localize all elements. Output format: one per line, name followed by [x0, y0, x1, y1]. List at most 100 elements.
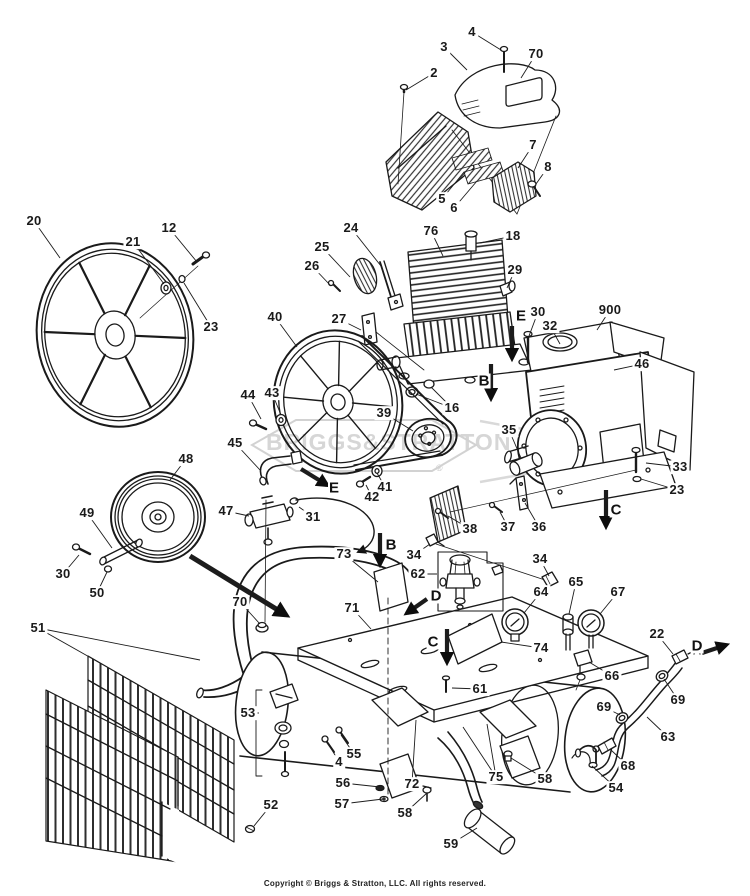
callout-20: 20 [24, 213, 44, 229]
callout-55: 55 [344, 746, 364, 762]
callout-4: 4 [466, 24, 478, 40]
callout-70: 70 [230, 594, 250, 610]
direction-marker-D: D [429, 587, 443, 605]
callout-2: 2 [428, 65, 440, 81]
callout-58: 58 [535, 771, 555, 787]
regulator-gauge-group [425, 533, 605, 691]
callout-22: 22 [647, 626, 667, 642]
callout-23: 23 [201, 319, 221, 335]
flywheel-group [35, 242, 195, 428]
flywheel-hardware [139, 251, 211, 319]
leader-line [411, 719, 417, 785]
direction-marker-D: D [690, 637, 704, 655]
callout-43: 43 [262, 385, 282, 401]
belt-guard-group [45, 655, 235, 864]
callout-34: 34 [530, 551, 550, 567]
engine-group [429, 321, 695, 543]
pilot-valve-group [244, 450, 375, 623]
callout-56: 56 [333, 775, 353, 791]
callout-52: 52 [261, 797, 281, 813]
wheel-group [71, 471, 206, 573]
callout-42: 42 [362, 489, 382, 505]
direction-arrow [188, 553, 291, 618]
callout-49: 49 [77, 505, 97, 521]
callout-29: 29 [505, 262, 525, 278]
leader-line [37, 627, 101, 664]
leader-line [132, 241, 165, 285]
callout-74: 74 [531, 640, 551, 656]
leader-line [462, 726, 497, 778]
callout-73: 73 [334, 546, 354, 562]
callout-64: 64 [531, 584, 551, 600]
callout-71: 71 [342, 600, 362, 616]
callout-63: 63 [658, 729, 678, 745]
leader-line [183, 282, 212, 328]
callout-62: 62 [408, 566, 428, 582]
callout-68: 68 [618, 758, 638, 774]
callout-900: 900 [596, 302, 624, 318]
direction-arrow [299, 467, 331, 488]
callout-70: 70 [526, 46, 546, 62]
callout-33: 33 [670, 459, 690, 475]
callout-5: 5 [436, 191, 448, 207]
direction-arrow [403, 597, 429, 616]
callout-69: 69 [594, 699, 614, 715]
leader-line [37, 627, 201, 661]
callout-30: 30 [528, 304, 548, 320]
callout-25: 25 [312, 239, 332, 255]
callout-65: 65 [566, 574, 586, 590]
callout-59: 59 [441, 836, 461, 852]
callout-69: 69 [668, 692, 688, 708]
callout-36: 36 [529, 519, 549, 535]
callout-40: 40 [265, 309, 285, 325]
callout-58: 58 [395, 805, 415, 821]
callout-21: 21 [123, 234, 143, 250]
hose-fitting-group [571, 645, 701, 777]
callout-12: 12 [159, 220, 179, 236]
callout-31: 31 [303, 509, 323, 525]
belt-drive-group [248, 329, 458, 488]
direction-marker-B: B [477, 372, 491, 390]
callout-50: 50 [87, 585, 107, 601]
callout-53: 53 [238, 705, 258, 721]
callout-44: 44 [238, 387, 258, 403]
callout-57: 57 [332, 796, 352, 812]
callout-4: 4 [333, 754, 345, 770]
under-tank-parts [244, 683, 516, 855]
callout-23: 23 [667, 482, 687, 498]
callout-24: 24 [341, 220, 361, 236]
callout-51: 51 [28, 620, 48, 636]
callout-46: 46 [632, 356, 652, 372]
callout-7: 7 [527, 137, 539, 153]
callout-67: 67 [608, 584, 628, 600]
callout-37: 37 [498, 519, 518, 535]
callout-47: 47 [216, 503, 236, 519]
cylinder-head-group [385, 45, 561, 215]
registered-trademark-mark: ® [436, 463, 443, 473]
direction-arrow [701, 641, 731, 655]
callout-76: 76 [421, 223, 441, 239]
direction-marker-E: E [514, 307, 528, 325]
callout-26: 26 [302, 258, 322, 274]
callout-38: 38 [460, 521, 480, 537]
callout-8: 8 [542, 159, 554, 175]
callout-45: 45 [225, 435, 245, 451]
callout-75: 75 [486, 769, 506, 785]
callout-32: 32 [540, 318, 560, 334]
callout-18: 18 [503, 228, 523, 244]
pump-group [327, 230, 533, 398]
callout-6: 6 [448, 200, 460, 216]
callout-34: 34 [404, 547, 424, 563]
callout-54: 54 [606, 780, 626, 796]
copyright-text: Copyright © Briggs & Stratton, LLC. All … [263, 879, 487, 888]
callout-35: 35 [499, 422, 519, 438]
callout-30: 30 [53, 566, 73, 582]
callout-72: 72 [402, 776, 422, 792]
callout-39: 39 [374, 405, 394, 421]
direction-marker-C: C [426, 633, 440, 651]
direction-marker-E: E [327, 479, 341, 497]
callout-27: 27 [329, 311, 349, 327]
